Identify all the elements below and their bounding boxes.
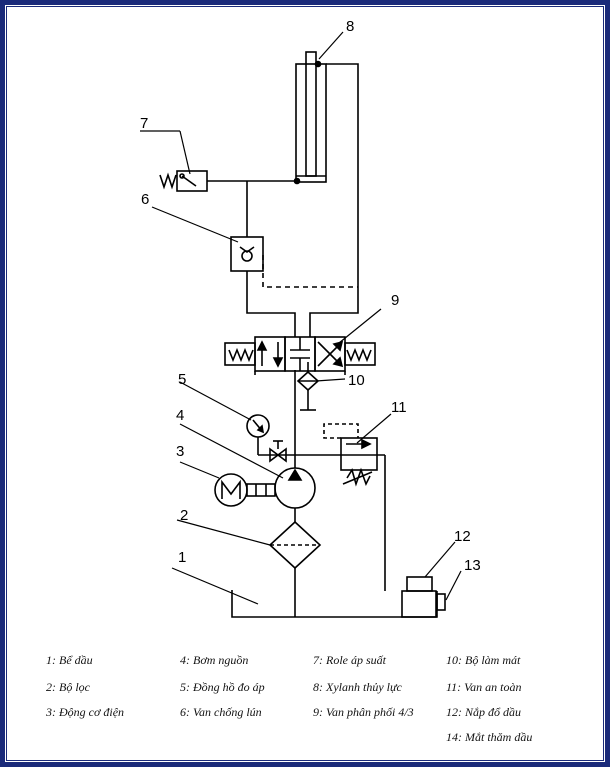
legend-item-1: 1: Bể dầu <box>46 653 93 667</box>
callout-3: 3 <box>176 443 184 460</box>
callout-11: 11 <box>391 399 407 416</box>
legend-item-8: 8: Xylanh thủy lực <box>313 680 402 694</box>
callout-9: 9 <box>391 292 399 309</box>
legend-item-10: 10: Bộ làm mát <box>446 653 521 667</box>
leader-lines <box>140 31 462 605</box>
pressure-gauge-symbol <box>246 414 295 463</box>
legend-item-3: 3: Động cơ điện <box>46 705 125 719</box>
pressure-line <box>294 370 386 591</box>
diagram-inner-border <box>6 6 604 761</box>
legend-item-4: 4: Bơm nguồn <box>180 653 249 667</box>
legend-item-9: 9: Van phân phối 4/3 <box>313 705 414 719</box>
relief-valve-symbol <box>323 423 378 487</box>
callout-8: 8 <box>346 18 354 35</box>
callout-4: 4 <box>176 407 184 424</box>
callout-5: 5 <box>178 371 186 388</box>
legend-item-12: 12: Nắp đổ dầu <box>446 705 521 719</box>
electric-motor-symbol <box>214 473 276 507</box>
directional-valve-symbol <box>224 336 376 375</box>
legend-item-5: 5: Đồng hồ đo áp <box>180 680 265 694</box>
legend-item-11: 11: Van an toàn <box>446 680 522 694</box>
filter-symbol <box>268 520 322 617</box>
callout-1: 1 <box>178 549 186 566</box>
legend-item-7: 7: Role áp suất <box>313 653 386 667</box>
legend-item-6: 6: Van chống lún <box>180 705 262 719</box>
callout-7: 7 <box>140 115 148 132</box>
hydraulic-cylinder-symbol <box>293 51 327 185</box>
callout-10: 10 <box>348 372 365 389</box>
legend-item-14: 14: Mắt thăm dầu <box>446 730 533 744</box>
pressure-switch-symbol <box>159 170 295 192</box>
oil-sight-glass-symbol <box>436 593 446 611</box>
check-valve-symbol <box>230 181 264 272</box>
callout-6: 6 <box>141 191 149 208</box>
oil-filler-cap-symbol <box>401 576 437 618</box>
callout-13: 13 <box>464 557 481 574</box>
callout-2: 2 <box>180 507 188 524</box>
legend-item-2: 2: Bộ lọc <box>46 680 90 694</box>
callout-numbers: 1 2 3 4 5 6 7 8 9 10 11 12 13 <box>140 18 481 574</box>
callout-12: 12 <box>454 528 471 545</box>
